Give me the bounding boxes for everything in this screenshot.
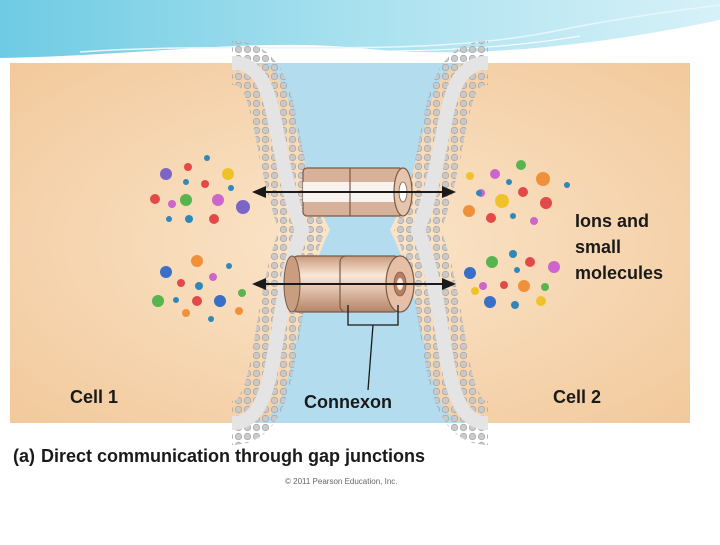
arrow-top xyxy=(252,186,456,198)
figure-caption: (a) Direct communication through gap junc… xyxy=(13,446,425,467)
molecules-right-bottom xyxy=(464,250,560,309)
ions-label-line-3: molecules xyxy=(575,263,664,283)
molecules-right-top xyxy=(463,160,570,225)
copyright-notice: © 2011 Pearson Education, Inc. xyxy=(285,477,398,486)
membrane-left xyxy=(229,41,326,445)
cell-1-label: Cell 1 xyxy=(70,387,119,407)
molecules-left-top xyxy=(150,155,250,224)
caption-letter: (a) xyxy=(13,446,35,466)
header-wave xyxy=(0,0,720,58)
molecules-left-bottom xyxy=(152,255,246,322)
membrane-right xyxy=(394,41,491,445)
connexon-leader xyxy=(347,305,399,391)
caption-text: Direct communication through gap junctio… xyxy=(41,446,426,466)
connexon-label: Connexon xyxy=(304,392,392,412)
extracellular-space xyxy=(250,63,470,423)
ions-label-line-2: small xyxy=(575,237,622,257)
ions-and-small-molecules-label: Ions and small molecules xyxy=(575,208,663,286)
cell-2-label: Cell 2 xyxy=(553,387,602,407)
ions-label-line-1: Ions and xyxy=(575,211,650,231)
arrow-bottom xyxy=(252,278,456,290)
